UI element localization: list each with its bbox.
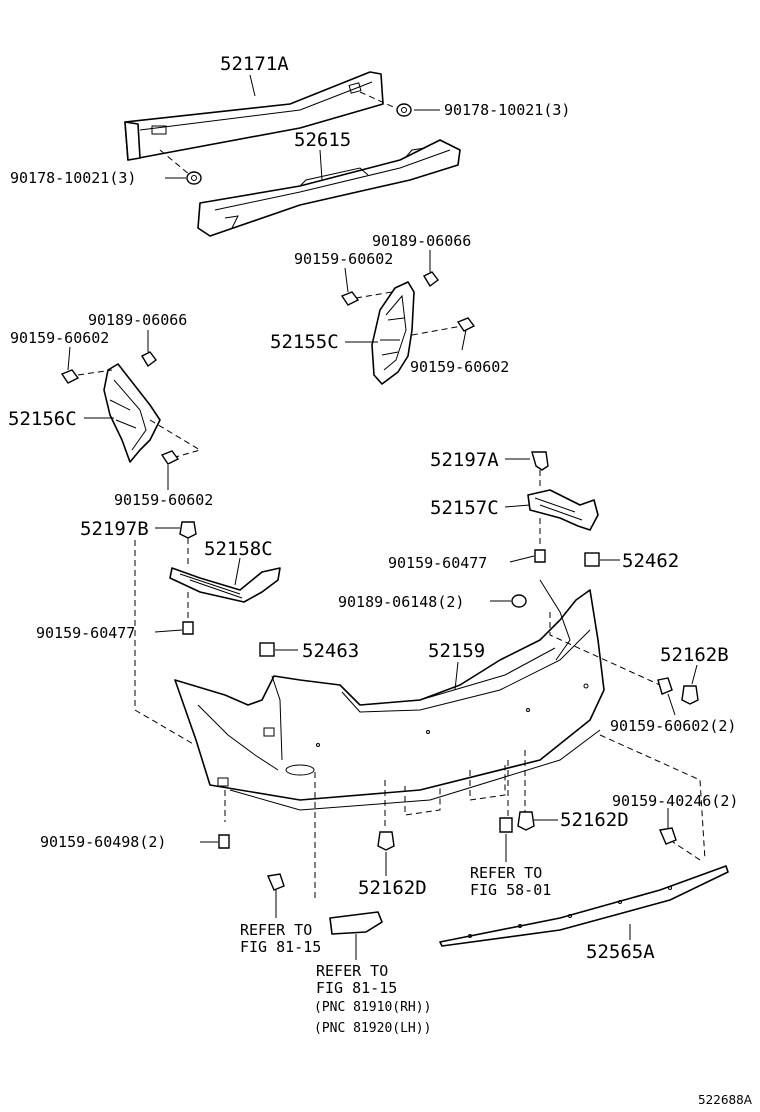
label-52463: 52463 <box>302 640 359 662</box>
label-90159-60477-left: 90159-60477 <box>36 624 135 642</box>
part-52171a-reinforcement[interactable] <box>124 71 384 161</box>
label-52197b: 52197B <box>80 518 149 540</box>
nut-90189-06066-center[interactable] <box>423 271 439 288</box>
label-90159-60602-center-a: 90159-60602 <box>294 250 393 268</box>
label-pnc-rh: (PNC 81910(RH)) <box>314 1000 431 1015</box>
spacer-52463[interactable] <box>259 642 275 657</box>
label-refer-81a-line1: REFER TO <box>240 921 312 939</box>
part-52565a-moulding[interactable] <box>439 865 729 947</box>
screw-refer-81[interactable] <box>267 873 285 891</box>
part-52157c-retainer[interactable] <box>527 489 599 531</box>
leader-lines <box>67 74 698 960</box>
label-52159: 52159 <box>428 640 485 662</box>
clip-52197b[interactable] <box>179 521 197 539</box>
label-refer-81b-line2: FIG 81-15 <box>316 979 397 997</box>
bolt-90159-60498[interactable] <box>218 834 230 849</box>
nut-90189-06066-left[interactable] <box>141 351 157 368</box>
label-90159-60602-center-b: 90159-60602 <box>410 358 509 376</box>
nut-90178-left[interactable] <box>186 171 202 185</box>
label-52156c: 52156C <box>8 408 77 430</box>
part-52159-bumper-cover[interactable] <box>174 579 605 811</box>
label-90159-60602-2: 90159-60602(2) <box>610 717 736 735</box>
label-90189-06148: 90189-06148(2) <box>338 593 464 611</box>
clip-52162d-center[interactable] <box>377 831 395 851</box>
label-pnc-lh: (PNC 81920(LH)) <box>314 1021 431 1036</box>
clip-52162b[interactable] <box>681 685 699 705</box>
label-52462: 52462 <box>622 550 679 572</box>
bolt-90159-60602-left-b[interactable] <box>160 450 180 465</box>
label-90159-60477-right: 90159-60477 <box>388 554 487 572</box>
label-90159-60602-left-b: 90159-60602 <box>114 491 213 509</box>
label-52162d-right: 52162D <box>560 809 629 831</box>
bolt-90159-60477-right[interactable] <box>534 549 546 563</box>
bolt-90159-60602-center-a[interactable] <box>340 291 360 306</box>
label-52157c: 52157C <box>430 497 499 519</box>
nut-90178-right[interactable] <box>396 103 412 117</box>
diagram-code: 522688A <box>698 1093 753 1107</box>
label-90159-60602-left-a: 90159-60602 <box>10 329 109 347</box>
reflector-pnc-81910[interactable] <box>329 911 383 935</box>
label-52162d-center: 52162D <box>358 877 427 899</box>
label-90189-06066-center: 90189-06066 <box>372 232 471 250</box>
label-refer-81a-line2: FIG 81-15 <box>240 938 321 956</box>
label-90178-10021-right: 90178-10021(3) <box>444 101 570 119</box>
label-refer-58-line2: FIG 58-01 <box>470 881 551 899</box>
screw-refer-58[interactable] <box>499 817 513 833</box>
part-52158c-retainer[interactable] <box>169 567 281 603</box>
label-90159-60498: 90159-60498(2) <box>40 833 166 851</box>
label-refer-58-line1: REFER TO <box>470 864 542 882</box>
part-52615-absorber[interactable] <box>197 139 461 237</box>
bolt-90159-60477-left[interactable] <box>182 621 194 635</box>
label-52158c: 52158C <box>204 538 273 560</box>
part-labels: 52171A 90178-10021(3) 52615 90178-10021(… <box>8 53 753 1107</box>
label-52565a: 52565A <box>586 941 655 963</box>
part-52155c-bracket[interactable] <box>371 281 415 385</box>
label-52162b: 52162B <box>660 644 729 666</box>
label-52197a: 52197A <box>430 449 499 471</box>
clip-52162d-right[interactable] <box>517 811 535 831</box>
bolt-90159-60602-center-b[interactable] <box>456 317 476 332</box>
part-52156c-bracket[interactable] <box>103 363 161 463</box>
label-90189-06066-left: 90189-06066 <box>88 311 187 329</box>
spacer-52462[interactable] <box>584 552 600 567</box>
label-90178-10021-left: 90178-10021(3) <box>10 169 136 187</box>
bolt-90159-60602-2[interactable] <box>657 677 673 695</box>
clip-90189-06148[interactable] <box>511 594 527 608</box>
clip-52197a[interactable] <box>531 451 549 471</box>
bolt-90159-60602-left-a[interactable] <box>60 369 80 384</box>
label-90159-40246: 90159-40246(2) <box>612 792 738 810</box>
label-52171a: 52171A <box>220 53 289 75</box>
label-52615: 52615 <box>294 129 351 151</box>
bolt-90159-40246[interactable] <box>659 827 677 845</box>
label-refer-81b-line1: REFER TO <box>316 962 388 980</box>
label-52155c: 52155C <box>270 331 339 353</box>
